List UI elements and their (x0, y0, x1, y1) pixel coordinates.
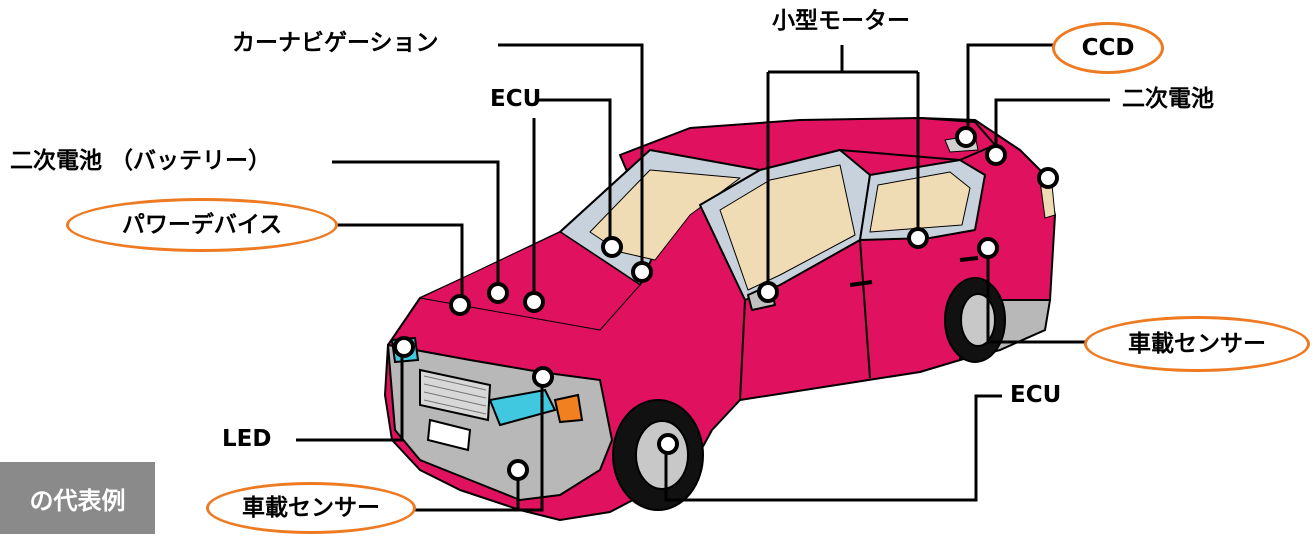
dot-rear-edge (1037, 167, 1059, 189)
rear-wheel (944, 277, 1006, 363)
leader-lines (296, 43, 1110, 512)
label-ccd: CCD (1081, 34, 1135, 61)
turn-signal (553, 393, 584, 424)
caption-text: の代表例 (29, 486, 126, 515)
label-secondary-battery-left: 二次電池 （バッテリー） (10, 148, 272, 174)
dot-ccd (955, 126, 977, 148)
label-ecu-top: ECU (490, 86, 542, 112)
dot-motor-mirror (757, 281, 779, 303)
label-car-navigation: カーナビゲーション (232, 30, 439, 56)
headlight-right (488, 388, 557, 427)
dot-battery-front (487, 282, 509, 304)
label-small-motor: 小型モーター (772, 8, 910, 34)
label-ecu-bottom: ECU (1010, 382, 1062, 408)
dot-power-device (449, 294, 471, 316)
dot-led (393, 336, 415, 358)
location-dots (393, 126, 1059, 481)
dot-sensor-front (532, 366, 554, 388)
oval-ccd: CCD (1052, 22, 1164, 74)
label-secondary-battery-right: 二次電池 (1122, 86, 1214, 112)
front-wheel (612, 399, 704, 511)
dot-ecu-wheel (657, 433, 679, 455)
oval-vehicle-sensor-bottom: 車載センサー (206, 482, 416, 534)
oval-power-device: パワーデバイス (66, 198, 338, 252)
label-power-device: パワーデバイス (121, 211, 283, 238)
dot-battery-rear (985, 144, 1007, 166)
oval-vehicle-sensor-right: 車載センサー (1084, 316, 1310, 372)
label-vehicle-sensor-bottom: 車載センサー (242, 494, 380, 521)
dot-navigation (631, 261, 653, 283)
dot-motor-window (907, 227, 929, 249)
caption-box: の代表例 (0, 462, 155, 534)
dot-sensor-rear (977, 237, 999, 259)
label-vehicle-sensor-right: 車載センサー (1128, 330, 1266, 357)
dot-ecu-hood (523, 291, 545, 313)
dot-ecu-dash (601, 236, 623, 258)
label-led: LED (222, 426, 272, 452)
dot-sensor-bumper (507, 459, 529, 481)
